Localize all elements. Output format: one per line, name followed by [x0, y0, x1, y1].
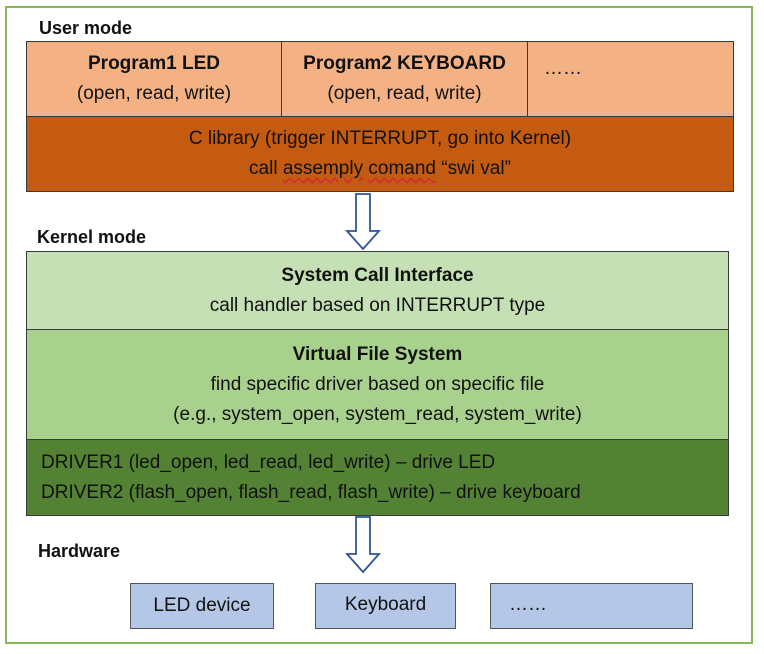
- kernel-mode-heading: Kernel mode: [37, 227, 147, 247]
- driver2-line: DRIVER2 (flash_open, flash_read, flash_w…: [41, 481, 581, 503]
- vfs-title: Virtual File System: [292, 343, 463, 365]
- program1-box: Program1 LED (open, read, write): [26, 41, 282, 117]
- vfs-example: (e.g., system_open, system_read, system_…: [173, 403, 582, 425]
- c-library-word-comand: comand: [368, 158, 436, 179]
- down-arrow-icon-kernel: [345, 193, 381, 251]
- c-library-line2: call assemply comand “swi val”: [27, 154, 733, 184]
- c-library-box: C library (trigger INTERRUPT, go into Ke…: [26, 116, 734, 192]
- program1-ops: (open, read, write): [76, 83, 232, 104]
- program2-ops: (open, read, write): [327, 83, 482, 104]
- c-library-line2-prefix: call: [249, 158, 283, 179]
- down-arrow-icon-hardware: [345, 516, 381, 574]
- system-call-interface-box: System Call Interface call handler based…: [26, 251, 729, 330]
- program-more-box: ……: [527, 41, 734, 117]
- hardware-heading: Hardware: [38, 541, 121, 561]
- device-more-ellipsis: ……: [509, 594, 547, 615]
- c-library-word-assemply: assemply: [282, 158, 364, 179]
- keyboard-label: Keyboard: [344, 594, 427, 615]
- user-mode-heading: User mode: [39, 18, 133, 38]
- sci-title: System Call Interface: [281, 264, 474, 286]
- program1-name: Program1 LED: [88, 53, 220, 74]
- vfs-desc: find specific driver based on specific f…: [210, 373, 545, 395]
- keyboard-box: Keyboard: [315, 583, 456, 629]
- led-device-box: LED device: [130, 583, 274, 629]
- program2-name: Program2 KEYBOARD: [303, 53, 506, 74]
- c-library-line2-suffix: “swi val”: [435, 158, 511, 179]
- sci-desc: call handler based on INTERRUPT type: [209, 294, 546, 316]
- drivers-box: DRIVER1 (led_open, led_read, led_write) …: [26, 439, 729, 516]
- device-more-box: ……: [490, 583, 693, 629]
- program-more-ellipsis: ……: [544, 58, 582, 79]
- led-device-label: LED device: [153, 595, 251, 616]
- c-library-line1: C library (trigger INTERRUPT, go into Ke…: [188, 128, 572, 149]
- driver1-line: DRIVER1 (led_open, led_read, led_write) …: [41, 451, 496, 473]
- diagram-frame: [5, 6, 753, 644]
- virtual-file-system-box: Virtual File System find specific driver…: [26, 329, 729, 440]
- program2-box: Program2 KEYBOARD (open, read, write): [281, 41, 528, 117]
